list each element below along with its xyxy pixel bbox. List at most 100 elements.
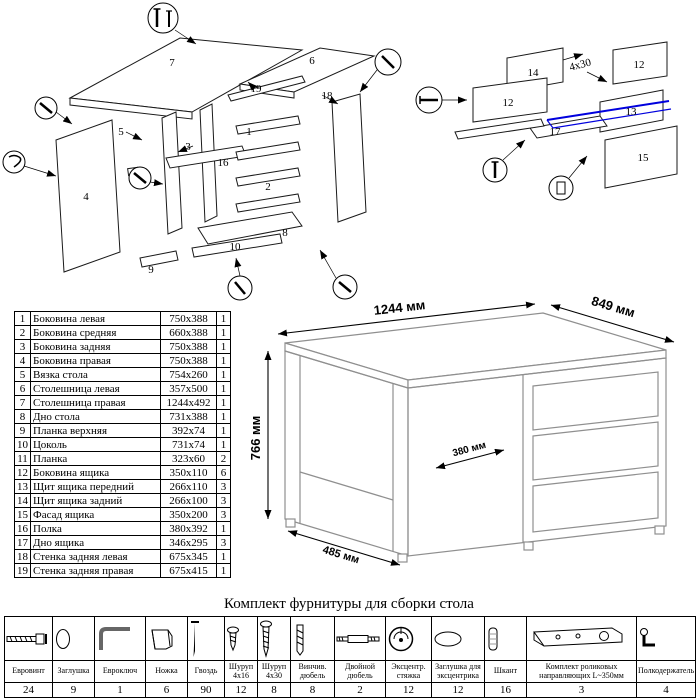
parts-name: Боковина средняя <box>30 325 161 340</box>
part-number-label: 7 <box>169 57 175 69</box>
parts-name: Столешница левая <box>30 381 161 396</box>
hardware-item-qty: 16 <box>484 682 527 698</box>
parts-name: Дно стола <box>30 409 161 424</box>
part-number-label: 3 <box>185 141 191 153</box>
part-number-label: 14 <box>528 67 540 79</box>
parts-num: 2 <box>14 325 31 340</box>
parts-qty: 1 <box>216 423 231 438</box>
drawer-slide-highlight <box>546 100 672 129</box>
parts-num: 14 <box>14 493 31 508</box>
drawer-callout-glyphs <box>419 96 566 195</box>
cam-cap-icon <box>431 616 485 661</box>
hardware-item-name: Винчив. дюбель <box>290 660 335 683</box>
hardware-item-qty: 24 <box>4 682 53 698</box>
drawer-panels <box>454 41 678 189</box>
desk-foot <box>397 553 408 563</box>
parts-name: Боковина правая <box>30 353 161 368</box>
double-dowel-icon <box>334 616 386 661</box>
shelf-support-icon <box>635 616 697 661</box>
parts-name: Фасад ящика <box>30 507 161 522</box>
parts-size: 323x60 <box>160 451 217 466</box>
part-number-label: 6 <box>309 55 315 67</box>
hardware-item-name: Шуруп 4x16 <box>224 660 258 683</box>
desk-foot <box>285 518 296 528</box>
part-number-label: 19 <box>251 83 263 95</box>
dim-width-label: 1244 мм <box>373 297 426 318</box>
parts-name: Щит ящика задний <box>30 493 161 508</box>
parts-num: 16 <box>14 521 31 536</box>
parts-num: 4 <box>14 353 31 368</box>
drawer-slide-icon <box>526 616 637 661</box>
part-number-label: 2 <box>265 181 271 193</box>
desk-exploded-panels <box>55 37 376 273</box>
part-number-label: 12 <box>503 97 514 109</box>
hardware-item-name: Заглушка <box>52 660 95 683</box>
hardware-item-name: Ножка <box>145 660 188 683</box>
parts-size: 750x388 <box>160 339 217 354</box>
parts-size: 392x74 <box>160 423 217 438</box>
part-number-label: 9 <box>148 264 154 276</box>
parts-num: 5 <box>14 367 31 382</box>
part-number-label: 15 <box>638 152 650 164</box>
part-number-label: 1 <box>246 126 252 138</box>
part-number-label: 16 <box>218 157 230 169</box>
hardware-item-qty: 12 <box>224 682 258 698</box>
drawer-front-middle <box>532 421 659 481</box>
parts-num: 3 <box>14 339 31 354</box>
hardware-item-name: Евроключ <box>94 660 146 683</box>
desk-dimensions-drawing: 1244 мм 849 мм 766 мм 485 мм 380 мм <box>248 296 675 566</box>
part-number-label: 4x30 <box>568 56 593 73</box>
screw-small-icon <box>224 616 258 661</box>
leader-lines <box>23 29 378 279</box>
hardware-item-name: Гвоздь <box>187 660 225 683</box>
dimension-lines <box>264 301 675 566</box>
drawer-front-top <box>532 371 659 431</box>
hardware-item-qty: 12 <box>431 682 485 698</box>
hardware-item-qty: 2 <box>334 682 386 698</box>
parts-qty: 1 <box>216 325 231 340</box>
part-number-label: 4 <box>83 191 89 203</box>
desk-foot <box>523 541 534 551</box>
parts-qty: 1 <box>216 381 231 396</box>
hardware-item-qty: 12 <box>385 682 432 698</box>
drawer-leader-lines <box>442 53 608 179</box>
parts-qty: 1 <box>216 563 231 578</box>
nail-icon <box>187 616 225 661</box>
parts-size: 731x74 <box>160 437 217 452</box>
cap-icon <box>52 616 95 661</box>
parts-size: 754x260 <box>160 367 217 382</box>
desk-foot <box>654 525 665 535</box>
parts-num: 15 <box>14 507 31 522</box>
part-number-label: 18 <box>322 90 334 102</box>
parts-num: 17 <box>14 535 31 550</box>
parts-qty: 1 <box>216 437 231 452</box>
hex-key-icon <box>94 616 146 661</box>
part-number-label: 8 <box>282 227 288 239</box>
hardware-item-qty: 1 <box>94 682 146 698</box>
parts-num: 11 <box>14 451 31 466</box>
hardware-item-name: Комплект роликовых направляющих L~350мм <box>526 660 637 683</box>
leg-icon <box>145 616 188 661</box>
parts-size: 750x388 <box>160 311 217 326</box>
parts-size: 346x295 <box>160 535 217 550</box>
parts-size: 380x392 <box>160 521 217 536</box>
part-number-label: 10 <box>230 241 242 253</box>
parts-num: 9 <box>14 423 31 438</box>
parts-qty: 2 <box>216 451 231 466</box>
hardware-item-name: Полкодержатель <box>635 660 697 683</box>
parts-name: Цоколь <box>30 437 161 452</box>
parts-num: 8 <box>14 409 31 424</box>
